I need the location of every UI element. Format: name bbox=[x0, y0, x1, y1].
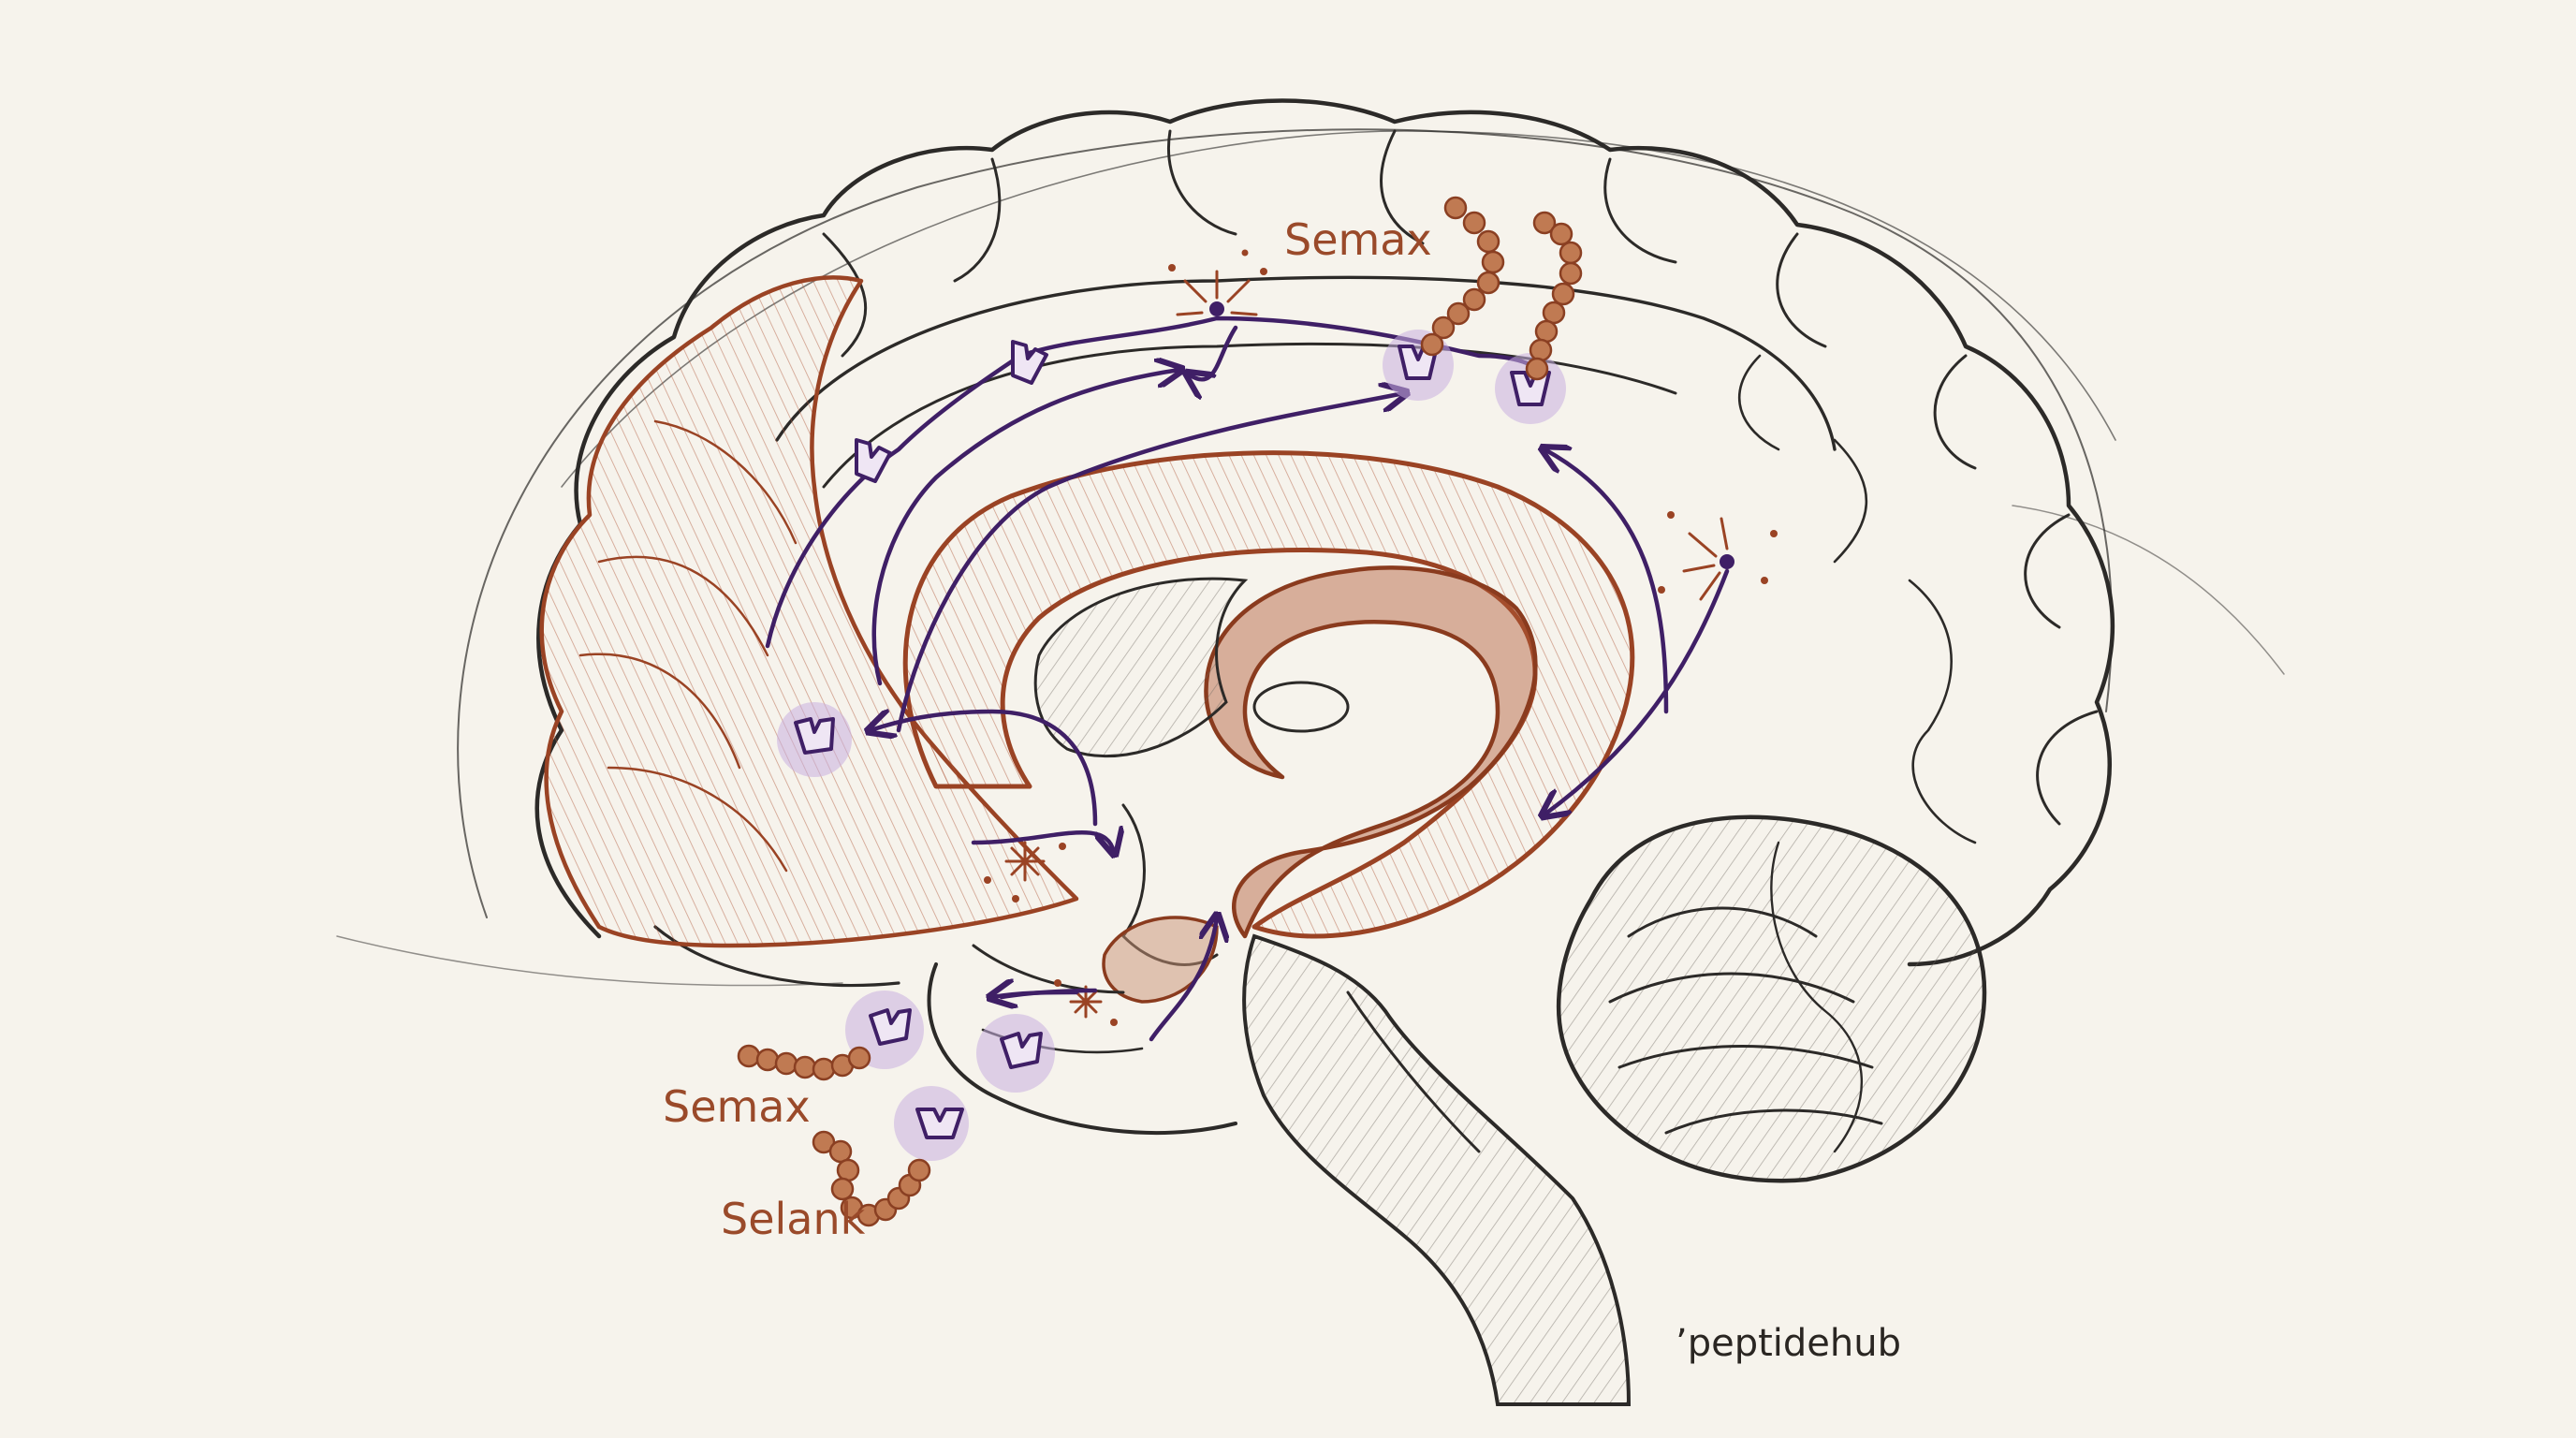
peptide-bead bbox=[1559, 241, 1583, 265]
peptide-bead bbox=[1476, 271, 1500, 295]
peptide-bead bbox=[1525, 357, 1549, 381]
pathway-arrows bbox=[765, 315, 1730, 1042]
peptide-bead bbox=[755, 1048, 780, 1072]
peptide-bead bbox=[737, 1044, 761, 1068]
peptide-chain-icon bbox=[737, 196, 1583, 1227]
peptide-bead bbox=[1532, 211, 1557, 235]
corpus-callosum bbox=[902, 450, 1635, 939]
peptide-bead bbox=[1431, 315, 1456, 340]
peptide-bead bbox=[830, 1177, 855, 1201]
peptide-bead bbox=[793, 1055, 817, 1079]
peptide-bead bbox=[1462, 211, 1486, 235]
receptor-icon bbox=[777, 330, 1566, 1161]
neuron-burst-icon bbox=[984, 249, 1778, 1026]
peptide-bead bbox=[1534, 319, 1559, 344]
peptide-bead bbox=[828, 1139, 853, 1164]
peptide-bead bbox=[774, 1051, 798, 1076]
peptide-bead bbox=[1481, 250, 1505, 274]
peptide-bead bbox=[1443, 196, 1468, 220]
peptide-bead bbox=[836, 1158, 860, 1182]
peptide-bead bbox=[1529, 338, 1553, 362]
peptide-bead bbox=[1420, 332, 1444, 357]
peptide-bead bbox=[847, 1046, 871, 1070]
semax-label-bottom: Semax bbox=[663, 1081, 811, 1132]
cerebellum bbox=[1556, 814, 1987, 1183]
brainstem bbox=[1242, 933, 1632, 1406]
watermark: ’peptidehub bbox=[1676, 1322, 1901, 1365]
peptide-bead bbox=[1542, 301, 1566, 325]
peptide-bead bbox=[1551, 282, 1575, 306]
peptide-bead bbox=[1549, 222, 1573, 246]
peptide-bead bbox=[907, 1158, 931, 1182]
peptide-bead bbox=[1446, 301, 1471, 326]
semax-label-top: Semax bbox=[1284, 214, 1432, 265]
thalamus-shading bbox=[1033, 577, 1350, 1004]
selank-label: Selank bbox=[721, 1194, 866, 1244]
peptide-bead bbox=[1476, 229, 1500, 254]
peptide-bead bbox=[1462, 287, 1486, 312]
peptide-bead bbox=[1559, 261, 1583, 286]
peptide-bead bbox=[812, 1057, 836, 1081]
